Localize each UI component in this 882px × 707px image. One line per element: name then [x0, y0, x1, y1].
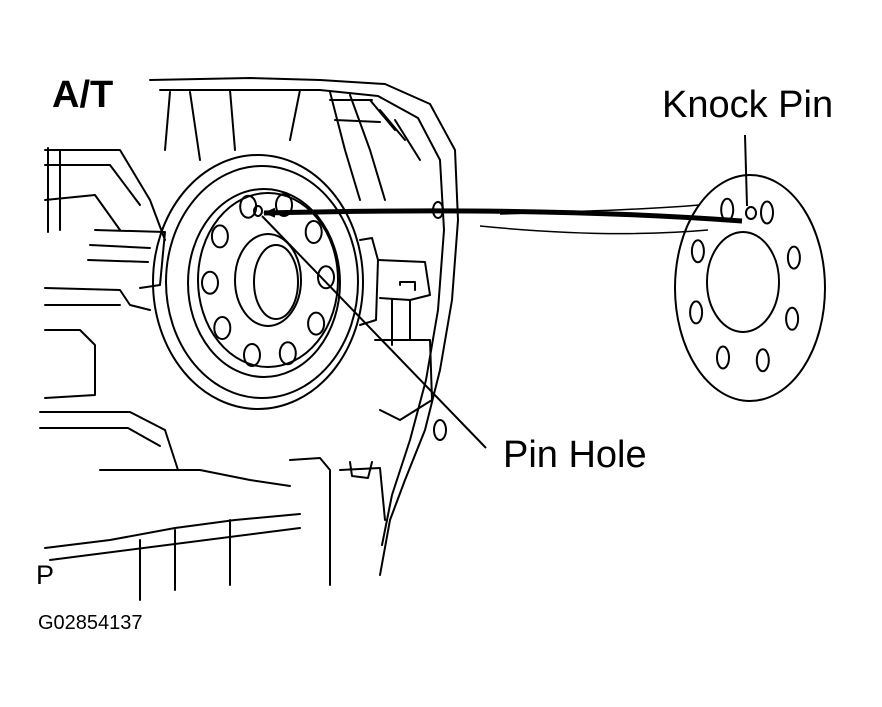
drive-plate-bolt-hole — [275, 193, 293, 217]
drive-plate-bolt-hole — [317, 265, 335, 290]
drive-plate-bolt-hole — [213, 316, 232, 340]
drive-plate-bolt-hole — [201, 270, 219, 295]
alignment-arrow — [263, 207, 743, 224]
transmission-housing — [39, 77, 459, 601]
drive-plate-bolt-hole — [304, 220, 323, 244]
corner-mark: P — [36, 560, 55, 590]
drive-plate-bolt-hole — [239, 194, 258, 219]
spacer-bolt-hole — [755, 348, 770, 373]
drive-plate-bolt-hole — [307, 311, 326, 336]
knock-pin-leader — [744, 134, 748, 207]
spacer-bolt-hole — [690, 239, 705, 264]
spacer-bolt-hole — [760, 200, 774, 225]
spacer-bolt-hole — [785, 306, 800, 331]
alignment-arrow-tail — [479, 204, 709, 235]
spacer-bolt-hole — [689, 300, 704, 325]
spacer-disc — [674, 174, 826, 402]
drive-plate-bolt-hole — [243, 343, 261, 367]
drive-plate-bolt-hole — [278, 341, 297, 366]
knock-pin-label: Knock Pin — [662, 84, 834, 126]
assembly-label: A/T — [52, 74, 114, 116]
drive-plate-bolt-holes — [201, 193, 335, 367]
pin-hole-leader — [261, 215, 487, 449]
spacer-bolt-hole — [716, 345, 730, 370]
pin-hole — [253, 205, 263, 217]
spacer-bolt-hole — [786, 245, 801, 270]
drive-plate-bolt-hole — [210, 224, 229, 249]
knock-pin — [745, 206, 757, 220]
center-bore — [234, 233, 302, 327]
figure-code: G02854137 — [38, 612, 143, 634]
pin-hole-label: Pin Hole — [503, 434, 647, 476]
drive-plate — [152, 154, 364, 410]
